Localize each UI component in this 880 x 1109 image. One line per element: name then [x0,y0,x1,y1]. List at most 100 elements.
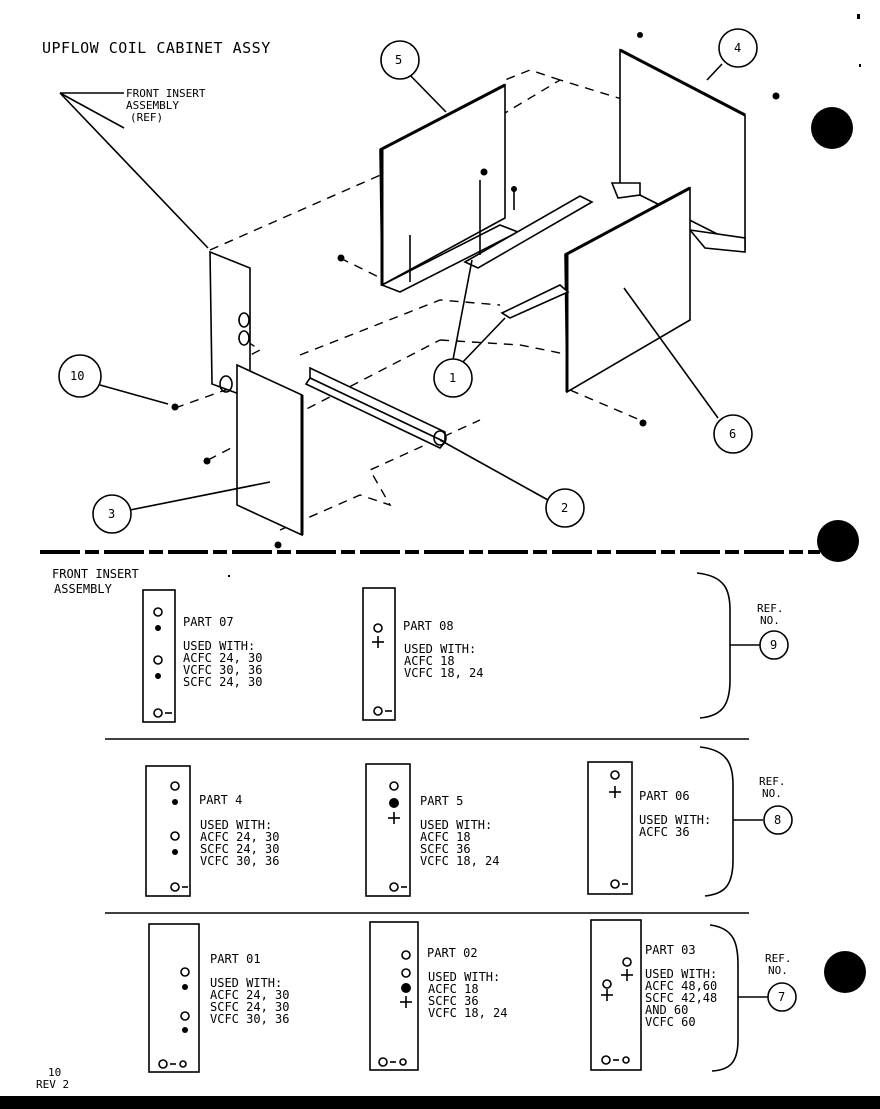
svg-text:VCFC 60: VCFC 60 [645,1015,696,1029]
svg-text:PART 01: PART 01 [210,952,261,966]
svg-text:PART 02: PART 02 [427,946,478,960]
page-footer: 10 REV 2 [36,1066,69,1091]
svg-text:VCFC 18, 24: VCFC 18, 24 [428,1006,507,1020]
svg-text:FRONT INSERT: FRONT INSERT [52,567,139,581]
svg-text:USED WITH:: USED WITH: [428,970,500,984]
part-08: PART 08 USED WITH: ACFC 18 VCFC 18, 24 [362,587,483,721]
svg-text:VCFC 18, 24: VCFC 18, 24 [420,854,499,868]
svg-text:VCFC 30, 36: VCFC 30, 36 [210,1012,289,1026]
svg-text:ACFC 24, 30: ACFC 24, 30 [183,651,262,665]
svg-text:VCFC 30, 36: VCFC 30, 36 [183,663,262,677]
svg-text:ACFC 18: ACFC 18 [420,830,471,844]
part-01: PART 01 USED WITH: ACFC 24, 30 SCFC 24, … [148,923,289,1073]
svg-text:VCFC 30, 36: VCFC 30, 36 [200,854,279,868]
callout-1: 1 [433,358,473,398]
svg-text:6: 6 [729,427,736,441]
svg-text:PART 03: PART 03 [645,943,696,957]
svg-text:AND 60: AND 60 [645,1003,688,1017]
svg-text:SCFC 36: SCFC 36 [420,842,471,856]
svg-text:NO.: NO. [762,787,782,800]
svg-text:NO.: NO. [768,964,788,977]
ref-bracket-9 [696,572,731,719]
svg-text:10: 10 [70,369,84,383]
speck [857,14,860,19]
svg-text:NO.: NO. [760,614,780,627]
svg-text:USED WITH:: USED WITH: [645,967,717,981]
callout-2: 2 [545,488,585,528]
ref-label-8: REF. NO. [759,775,786,800]
binder-hole-icon [811,107,853,149]
revision: REV 2 [36,1078,69,1091]
svg-text:ASSEMBLY: ASSEMBLY [54,582,113,596]
svg-text:USED WITH:: USED WITH: [210,976,282,990]
ref-no-9: 9 [759,630,789,660]
part-03: PART 03 USED WITH: ACFC 48,60 SCFC 42,48… [590,919,717,1071]
svg-text:ACFC 18: ACFC 18 [404,654,455,668]
svg-text:USED WITH:: USED WITH: [639,813,711,827]
svg-text:FRONT INSERT: FRONT INSERT [126,87,206,100]
svg-text:ACFC 36: ACFC 36 [639,825,690,839]
svg-text:4: 4 [734,41,741,55]
svg-text:ACFC 18: ACFC 18 [428,982,479,996]
part-5: PART 5 USED WITH: ACFC 18 SCFC 36 VCFC 1… [365,763,499,897]
svg-text:3: 3 [108,507,115,521]
callout-5: 5 [380,40,420,80]
svg-text:USED WITH:: USED WITH: [404,642,476,656]
panel-3 [236,363,303,537]
ref-label-9: REF. NO. [757,602,784,627]
ref-no-8: 8 [763,805,793,835]
svg-text:1: 1 [449,371,456,385]
svg-text:8: 8 [774,813,781,827]
svg-text:SCFC 24, 30: SCFC 24, 30 [183,675,262,689]
svg-text:SCFC 24, 30: SCFC 24, 30 [200,842,279,856]
diagram-title: UPFLOW COIL CABINET ASSY [42,39,271,57]
svg-text:ACFC 24, 30: ACFC 24, 30 [210,988,289,1002]
svg-text:PART 07: PART 07 [183,615,234,629]
exploded-assembly [99,32,780,549]
svg-text:2: 2 [561,501,568,515]
ref-label-7: REF. NO. [765,952,792,977]
ref-no-7: 7 [767,982,797,1012]
svg-text:9: 9 [770,638,777,652]
ref-bracket-8 [699,746,734,897]
binder-hole-icon [817,520,859,562]
svg-text:SCFC 36: SCFC 36 [428,994,479,1008]
front-insert-ref-label: FRONT INSERT ASSEMBLY (REF) [126,87,206,124]
ref-bracket-7 [709,924,739,1072]
front-insert-section-title: FRONT INSERT ASSEMBLY [52,567,139,596]
svg-text:5: 5 [395,53,402,67]
svg-text:PART 5: PART 5 [420,794,463,808]
svg-text:SCFC 42,48: SCFC 42,48 [645,991,717,1005]
svg-text:VCFC 18, 24: VCFC 18, 24 [404,666,483,680]
svg-text:USED WITH:: USED WITH: [420,818,492,832]
speck [859,64,861,67]
svg-text:PART 08: PART 08 [403,619,454,633]
binder-hole-icon [824,951,866,993]
svg-text:ASSEMBLY: ASSEMBLY [126,99,179,112]
svg-text:PART 06: PART 06 [639,789,690,803]
part-4: PART 4 USED WITH: ACFC 24, 30 SCFC 24, 3… [145,765,279,897]
callout-6: 6 [713,414,753,454]
part-07: PART 07 USED WITH: ACFC 24, 30 VCFC 30, … [142,589,262,723]
svg-text:(REF): (REF) [130,111,163,124]
svg-text:SCFC 24, 30: SCFC 24, 30 [210,1000,289,1014]
svg-text:ACFC 48,60: ACFC 48,60 [645,979,717,993]
svg-text:PART 4: PART 4 [199,793,242,807]
svg-text:REF.: REF. [759,775,786,788]
part-06: PART 06 USED WITH: ACFC 36 [587,761,711,895]
callout-10: 10 [58,354,102,398]
svg-text:USED WITH:: USED WITH: [183,639,255,653]
svg-text:REF.: REF. [757,602,784,615]
callout-4: 4 [718,28,758,68]
panel-6 [564,186,691,394]
svg-text:USED WITH:: USED WITH: [200,818,272,832]
part-02: PART 02 USED WITH: ACFC 18 SCFC 36 VCFC … [369,921,507,1071]
front-insert-leader [59,92,209,249]
callout-3: 3 [92,494,132,534]
svg-text:ACFC 24, 30: ACFC 24, 30 [200,830,279,844]
bottom-border [0,1096,880,1109]
svg-text:REF.: REF. [765,952,792,965]
page-number: 10 [48,1066,61,1079]
svg-text:7: 7 [778,990,785,1004]
